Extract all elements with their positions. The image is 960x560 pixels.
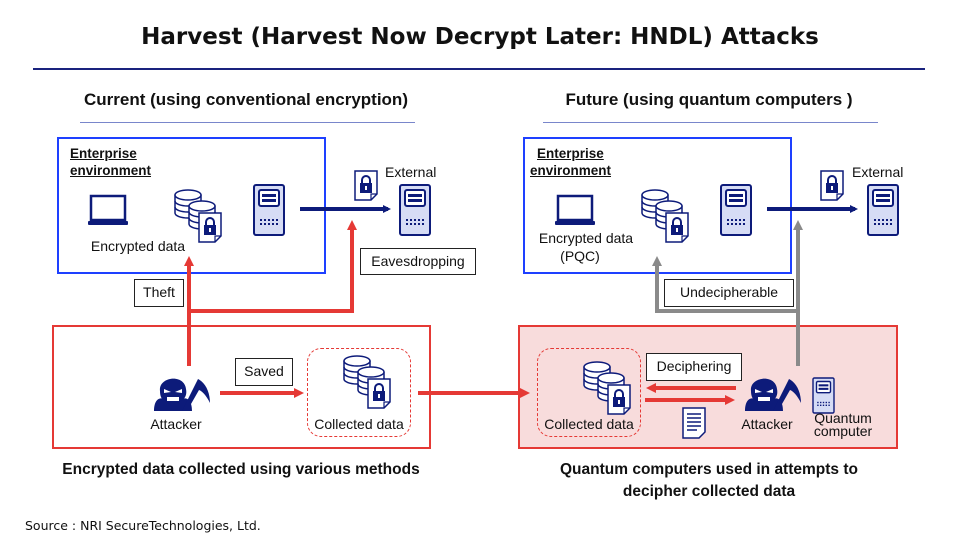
page-title: Harvest (Harvest Now Decrypt Later: HNDL…: [141, 24, 819, 50]
enterprise-label: Enterprise environment: [530, 145, 611, 179]
collected-database-icon: [344, 356, 390, 408]
quantum-label-line1: Quantum: [814, 410, 872, 426]
eavesdropping-arrow: [189, 220, 357, 313]
collected-database-icon: [584, 362, 630, 414]
quantum-label-line2: computer: [813, 423, 873, 439]
laptop-icon: [86, 194, 130, 227]
enterprise-server-icon: [253, 184, 285, 236]
external-server-icon: [399, 184, 431, 236]
encrypted-document-icon: [354, 170, 378, 201]
theft-tag: Theft: [134, 279, 184, 307]
undecipherable-tag: Undecipherable: [664, 279, 794, 307]
saved-tag: Saved: [235, 358, 293, 386]
future-heading-rule: [543, 122, 878, 123]
eavesdropping-tag: Eavesdropping: [360, 248, 476, 275]
future-heading: Future (using quantum computers ): [565, 90, 853, 109]
enterprise-label: Enterprise environment: [70, 145, 151, 179]
future-collected-box: [537, 348, 641, 437]
current-collected-box: [307, 348, 411, 437]
collected-data-label: Collected data: [544, 416, 634, 432]
attacker-icon: [154, 378, 210, 411]
enterprise-server-icon: [720, 184, 752, 236]
laptop-icon: [553, 194, 597, 227]
enterprise-label-line2: environment: [70, 163, 152, 178]
attacker-icon: [745, 378, 801, 411]
encrypted-database-icon: [175, 190, 221, 242]
quantum-computer-icon: [812, 377, 835, 414]
title-divider: [33, 68, 925, 70]
current-heading-rule: [80, 122, 415, 123]
deciphering-tag: Deciphering: [646, 353, 742, 381]
external-label: External: [852, 164, 904, 180]
future-caption-line2: decipher collected data: [622, 483, 796, 500]
pqc-label: (PQC): [560, 248, 600, 264]
source-note: Source : NRI SecureTechnologies, Ltd.: [25, 518, 261, 533]
external-label: External: [385, 164, 437, 180]
encrypted-document-icon: [820, 170, 844, 201]
current-caption: Encrypted data collected using various m…: [62, 461, 420, 478]
collected-data-label: Collected data: [314, 416, 404, 432]
future-caption-line1: Quantum computers used in attempts to: [560, 461, 858, 478]
future-caption: Quantum computers used in attempts to dec…: [489, 459, 929, 503]
pqc-database-icon: [642, 190, 688, 242]
current-heading: Current (using conventional encryption): [84, 90, 408, 109]
enterprise-label-line2: environment: [530, 163, 612, 178]
attacker-label: Attacker: [741, 416, 793, 432]
encrypted-data-label: Encrypted data: [538, 230, 634, 246]
enterprise-label-line1: Enterprise: [537, 146, 604, 161]
undecipherable-arrow-enterprise: [652, 256, 798, 313]
encrypted-data-label: Encrypted data: [90, 238, 186, 254]
plaintext-document-icon: [682, 407, 706, 439]
external-server-icon: [867, 184, 899, 236]
attacker-label: Attacker: [150, 416, 202, 432]
enterprise-label-line1: Enterprise: [70, 146, 137, 161]
